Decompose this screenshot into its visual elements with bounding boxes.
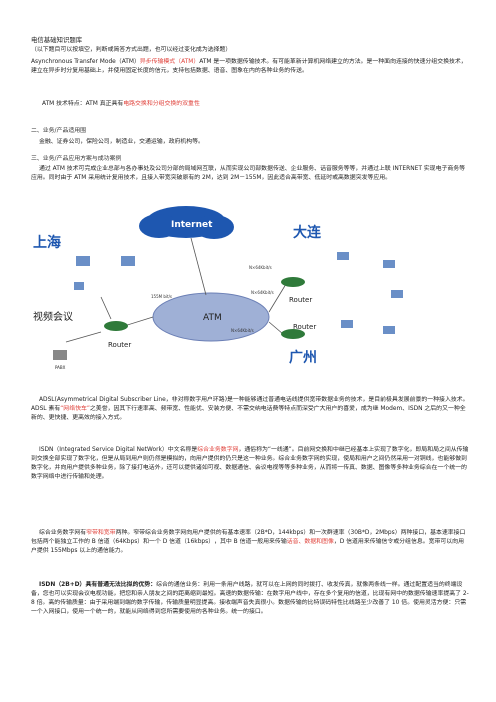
adsl-highlight: “网络快车” bbox=[60, 406, 90, 412]
adsl-paragraph: ADSL(Asymmetrical Digital Subscriber Lin… bbox=[31, 396, 469, 423]
internet-label: Internet bbox=[171, 220, 213, 230]
section-2-body: 金融、证券公司，保险公司，制造业，交通运输，政府机构等。 bbox=[39, 139, 204, 145]
atm-tech-label: ATM 技术特点： bbox=[42, 101, 86, 107]
link-label-mid: N×64Kbit/s bbox=[251, 290, 274, 295]
doc-subtitle: （以下题目可以按填空，判断或简答方式出题，也可以经过变化成为选择题） bbox=[31, 47, 232, 53]
isdn-adv-heading: ISDN（2B+D）具有普通无法比拟的优势： bbox=[39, 582, 157, 588]
svg-text:Router: Router bbox=[108, 341, 131, 349]
dalian-label: 大连 bbox=[293, 224, 322, 241]
atm-en: Asynchronous Transfer Mode（ATM） bbox=[31, 59, 140, 65]
guangzhou-label: 广州 bbox=[289, 349, 317, 366]
bisdn-text-2: 两种。窄带综合业务数字网向用户提供的有基本速率（2B*D，144kbps）和一次… bbox=[31, 530, 466, 545]
section-3-body: 通过 ATM 技术可完成企业总部与各办事处及公司分部的局域网互联，从而实现公司部… bbox=[31, 166, 466, 181]
atm-definition: Asynchronous Transfer Mode（ATM）异步传输模式（AT… bbox=[31, 58, 469, 76]
pabx-label: PABX bbox=[55, 365, 66, 370]
bisdn-highlight-1: 窄带和宽带 bbox=[86, 530, 116, 536]
video-label: 视频会议 bbox=[33, 310, 73, 323]
isdn-advantage-paragraph: ISDN（2B+D）具有普通无法比拟的优势：综合的通信业务：利用一条用户线路，就… bbox=[31, 581, 469, 617]
svg-text:Router: Router bbox=[293, 323, 316, 331]
atm-tech-feature: ATM 技术特点：ATM 真正具有电路交换和分组交换的双重性 bbox=[42, 100, 480, 109]
isdn-text-1: ISDN（Integrated Service Digital NetWork）… bbox=[39, 447, 198, 453]
router-left: Router bbox=[104, 321, 131, 349]
bisdn-text-3: ，D 信道用来传输信令或分组信息。宽带可以向用户提供 155Mbps 以上的通信… bbox=[31, 539, 464, 554]
isdn-adv-text: 综合的通信业务：利用一条用户线路，就可以在上网的同时拨打、收发传真，就像两条线一… bbox=[31, 582, 469, 615]
computer-icons bbox=[53, 252, 403, 360]
shanghai-label: 上海 bbox=[33, 234, 61, 251]
svg-text:Router: Router bbox=[289, 296, 312, 304]
bisdn-text-1: 综合业务数字网有 bbox=[39, 530, 87, 536]
isdn-paragraph: ISDN（Integrated Service Digital NetWork）… bbox=[31, 446, 469, 482]
bisdn-paragraph: 综合业务数字网有窄带和宽带两种。窄带综合业务数字网向用户提供的有基本速率（2B*… bbox=[31, 529, 469, 556]
atm-tech-text: ATM 真正具有 bbox=[85, 101, 124, 107]
atm-cn: 异步传输模式（ATM） bbox=[139, 59, 200, 65]
doc-title: 电信基础知识题库 bbox=[31, 36, 83, 44]
adsl-text-1: ADSL(Asymmetrical Digital Subscriber Lin… bbox=[31, 397, 469, 412]
atm-desc: ATM 是一项数据传输技术。有可能革新计算机网络建立的方法。是一种面向连接的快速… bbox=[31, 59, 467, 74]
adsl-text-2: 之美誉，因其下行速率高、频带宽、性能优、安装方便、不需交纳电话费等特点而深受广大… bbox=[31, 406, 466, 421]
section-2-heading: 二、业务/产品适用围 bbox=[31, 128, 87, 134]
atm-tech-highlight: 电路交换和分组交换的双重性 bbox=[123, 101, 200, 107]
isdn-text-2: ，通俗称为“一线通”。目前网交换和中继已经基本上实现了数字化，即局和局之间从传输… bbox=[31, 447, 469, 480]
atm-cloud: ATM bbox=[152, 292, 270, 342]
router-top: Router bbox=[281, 277, 312, 304]
link-label-dalian: N×64Kbit/s bbox=[249, 265, 272, 270]
bisdn-highlight-2: 话音、数据和图像 bbox=[286, 539, 334, 545]
link-label-155m: 155M bit/s bbox=[151, 294, 172, 299]
network-diagram: Internet ATM Router Router Router 上海 大连 … bbox=[33, 206, 403, 370]
internet-cloud: Internet bbox=[139, 206, 234, 239]
isdn-highlight: 综合业务数字网 bbox=[197, 447, 239, 453]
section-3-heading: 三、业务/产品应用方案与成功案例 bbox=[31, 156, 122, 162]
atm-label: ATM bbox=[203, 313, 222, 323]
router-bottom: Router bbox=[281, 323, 316, 339]
link-label-gz: N×64Kbit/s bbox=[231, 328, 254, 333]
